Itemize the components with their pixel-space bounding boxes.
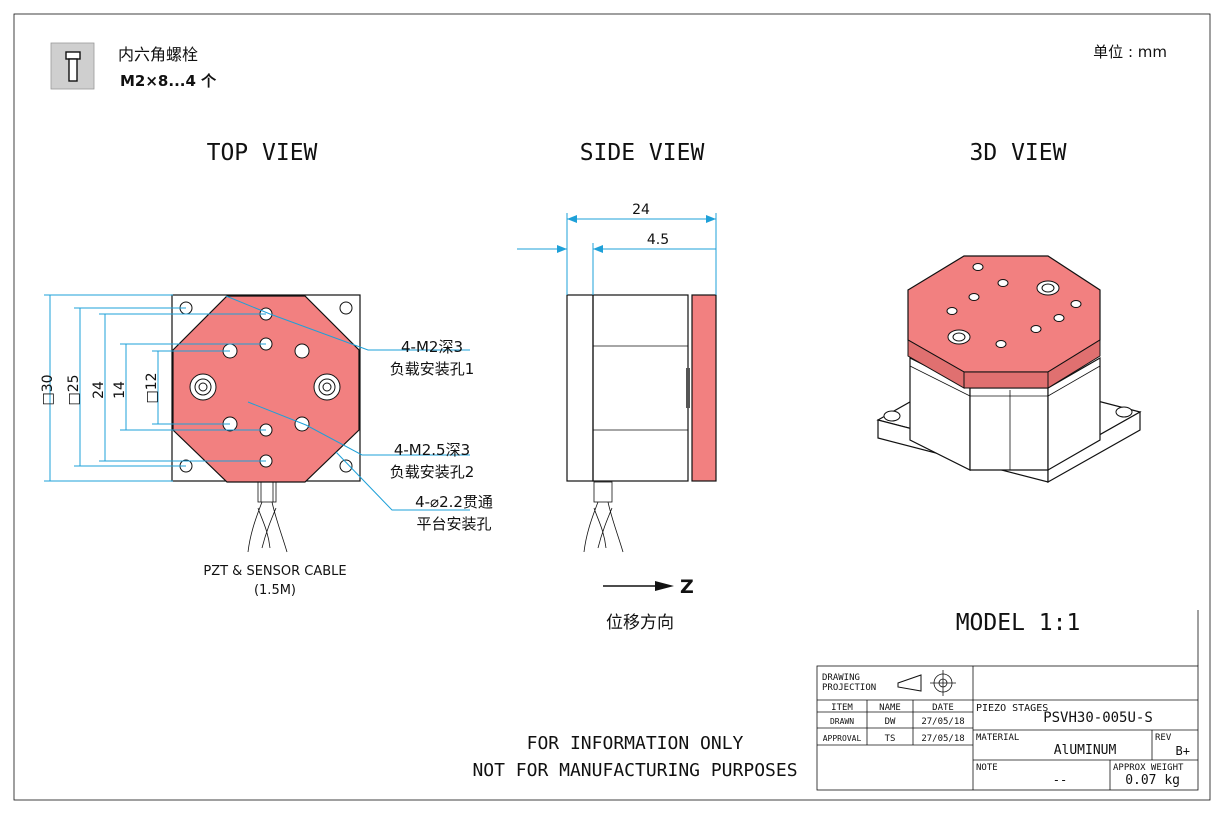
projection-label-2: PROJECTION [822,683,876,693]
direction-caption: 位移方向 [606,613,674,633]
bolt-name: 内六角螺栓 [118,45,198,64]
material-label: MATERIAL [976,733,1019,743]
approval-label: APPROVAL [823,734,862,743]
model-scale: MODEL 1:1 [956,610,1081,636]
dim-14: 14 [112,381,128,399]
dim-24: 24 [91,381,107,399]
callout-thru-line2: 平台安装孔 [416,515,491,533]
product-label: PIEZO STAGES [976,703,1048,714]
weight-label: APPROX WEIGHT [1113,763,1184,773]
dim-12: □12 [144,372,160,403]
side-moving-plate [691,294,717,482]
approval-date: 27/05/18 [921,734,964,744]
rev-value: B+ [1176,744,1190,758]
side-view-title: SIDE VIEW [580,140,705,166]
drawn-name: DW [885,717,896,727]
header-name: NAME [879,703,901,713]
drawn-label: DRAWN [830,717,854,726]
m25-hole [294,416,310,432]
side-dim-24: 24 [632,202,650,218]
dim-25: □25 [66,374,82,405]
projection-label-1: DRAWING [822,673,860,683]
callout-m25-line2: 负载安装孔2 [390,463,475,481]
iso-view-title: 3D VIEW [970,140,1067,166]
note-value: -- [1053,773,1067,787]
rev-label: REV [1155,733,1172,743]
z-axis-label: Z [680,576,694,598]
cable-wires [247,501,288,553]
side-view [566,294,717,553]
callout-leaders [225,295,470,511]
stage-top-octagon [172,295,360,483]
z-direction-arrow [603,581,674,591]
platform-hole [339,459,353,473]
unit-label: 单位 : mm [1093,43,1167,61]
drawn-date: 27/05/18 [921,717,964,727]
m25-hole [294,343,310,359]
callout-thru-line1: 4-⌀2.2贯通 [415,493,493,511]
iso-stage-top [907,255,1101,373]
callout-m25-line1: 4-M2.5深3 [394,441,470,459]
top-view-title: TOP VIEW [207,140,318,166]
cable-length: (1.5M) [254,583,296,598]
material-value: AlUMINUM [1054,743,1117,758]
title-block [816,610,1199,791]
callout-m2-line2: 负载安装孔1 [390,360,475,378]
side-view-dimensions [517,213,717,295]
sheet-border [13,13,1211,801]
header-date: DATE [932,703,954,713]
dim-outer-30: □30 [40,374,56,405]
notice-line1: FOR INFORMATION ONLY [527,733,744,754]
weight-value: 0.07 kg [1125,773,1180,788]
cable-label: PZT & SENSOR CABLE [203,564,346,579]
notice-line2: NOT FOR MANUFACTURING PURPOSES [472,760,797,781]
hex-socket-bolt-icon [50,42,95,90]
top-view [171,294,361,553]
note-label: NOTE [976,763,998,773]
product-code: PSVH30-005U-S [1043,710,1153,726]
approval-name: TS [885,734,896,744]
iso-view [876,255,1142,484]
side-dim-45: 4.5 [647,232,669,248]
top-view-dimensions [44,294,266,482]
platform-hole [339,301,353,315]
bolt-spec: M2×8...4 个 [120,72,217,90]
callout-m2-line1: 4-M2深3 [401,338,463,356]
header-item: ITEM [831,703,853,713]
